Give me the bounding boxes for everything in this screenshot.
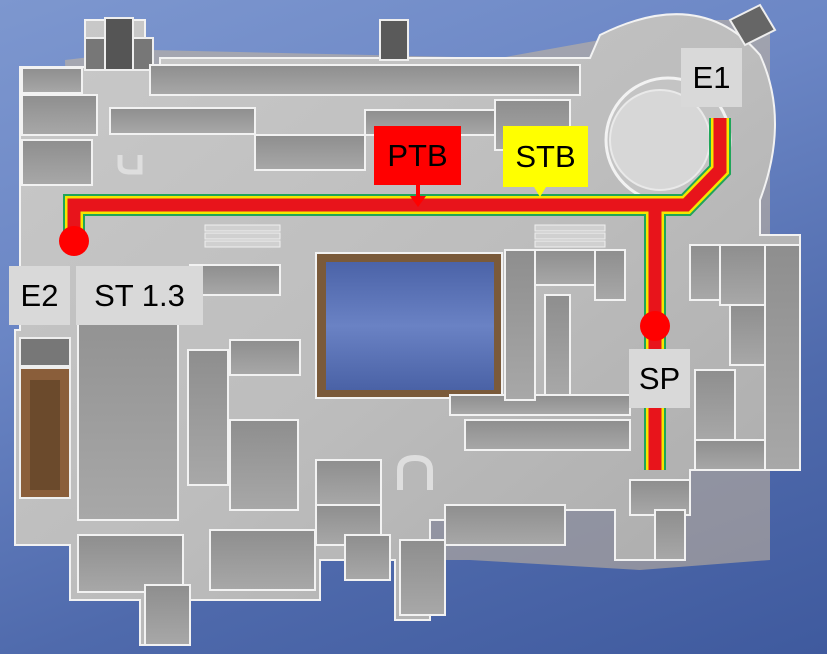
e2-label: E2 [9, 266, 70, 325]
escalators [204, 224, 606, 248]
e1-label: E1 [681, 48, 742, 107]
rooms-east [504, 244, 801, 561]
ptb-pointer-arrow [410, 185, 426, 207]
ptb-label: PTB [374, 126, 461, 185]
stair-tower-ne [728, 3, 777, 47]
rooms-north [21, 64, 581, 186]
e2-location-marker [59, 226, 89, 256]
e2-label-text: E2 [20, 278, 59, 313]
st-label-text: ST 1.3 [94, 278, 185, 313]
ptb-label-text: PTB [387, 138, 448, 173]
stair-tower-nw [104, 17, 134, 71]
e1-label-text: E1 [692, 60, 731, 95]
central-void [326, 262, 494, 390]
rooms-south [315, 394, 631, 616]
stb-pointer-triangle [534, 187, 546, 197]
stb-label-text: STB [515, 139, 576, 174]
st-label: ST 1.3 [76, 266, 203, 325]
stb-label: STB [503, 126, 588, 187]
sp-location-marker [640, 311, 670, 341]
u-fitting [397, 454, 433, 490]
sp-label: SP [629, 349, 690, 408]
sp-label-text: SP [638, 361, 681, 396]
